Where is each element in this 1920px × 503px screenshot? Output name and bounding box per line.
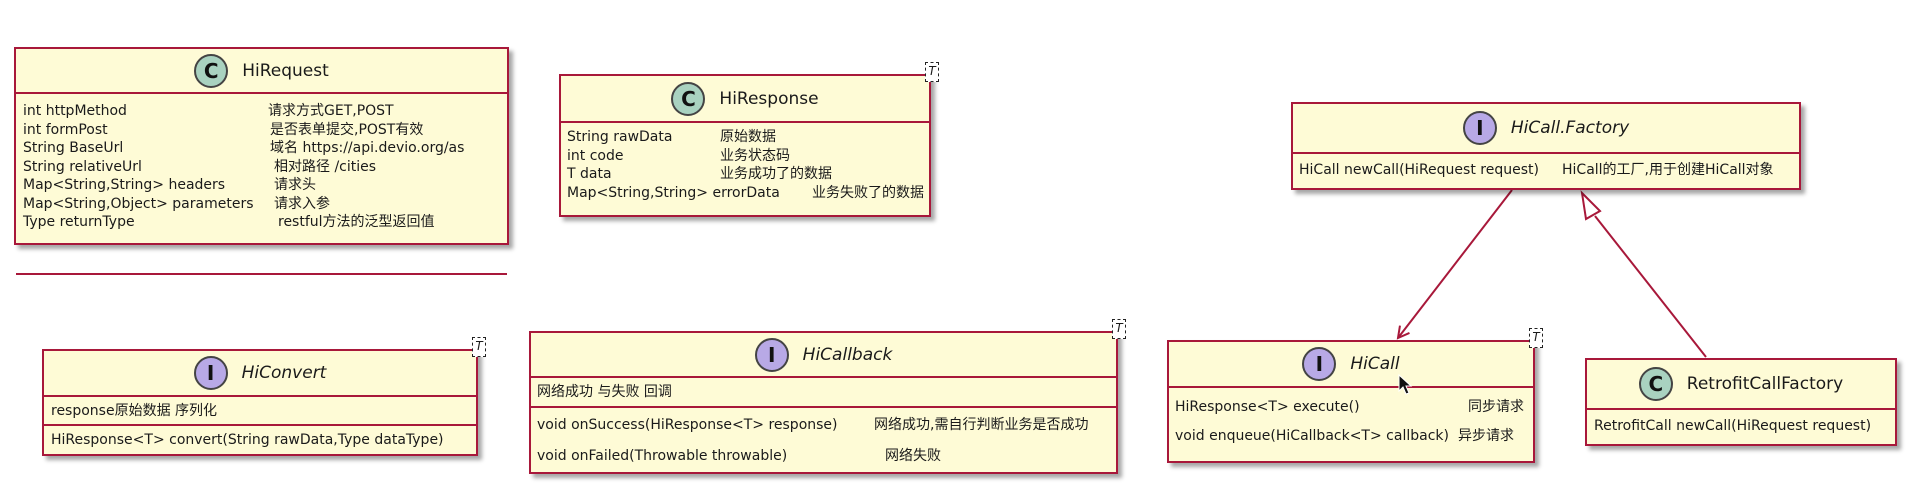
field-decl: String relativeUrl	[23, 158, 142, 175]
method-decl: void enqueue(HiCallback<T> callback)	[1175, 427, 1449, 444]
retrofit-call-factory-methods: RetrofitCall newCall(HiRequest request)	[1587, 410, 1895, 436]
factory-creates-hicall-arrow	[1398, 189, 1513, 338]
hirequest-fields: int httpMethod 请求方式GET,POST int formPost 是…	[16, 94, 507, 275]
class-name: RetrofitCallFactory	[1686, 374, 1844, 394]
hicallback-interface: T I HiCallback 网络成功 与失败 回调 void onSucces…	[529, 319, 1126, 474]
field-decl: int code	[567, 147, 624, 164]
field-note: restful方法的泛型返回值	[278, 214, 435, 230]
mouse-cursor-icon	[1398, 374, 1413, 395]
hirequest-class: C HiRequest int httpMethod 请求方式GET,POST i…	[14, 47, 509, 275]
field-note: 请求方式GET,POST	[268, 103, 394, 119]
interface-name: HiCall	[1350, 354, 1400, 374]
method-decl: HiResponse<T> execute()	[1175, 399, 1360, 415]
field-decl: String rawData	[567, 129, 673, 145]
field-decl: String BaseUrl	[23, 140, 124, 156]
type-parameter-box: T	[1112, 319, 1126, 339]
interface-name: HiCall.Factory	[1510, 118, 1630, 138]
hicallback-header: I HiCallback	[531, 333, 1116, 378]
interface-name: HiConvert	[241, 363, 327, 383]
field-decl: Map<String,Object> parameters	[23, 195, 254, 212]
hiresponse-header: C HiResponse	[561, 76, 929, 123]
interface-i-icon: I	[1462, 111, 1497, 145]
class-c-icon: C	[194, 53, 229, 88]
field-decl: int httpMethod	[23, 103, 127, 119]
hicall-factory-interface: I HiCall.Factory HiCall newCall(HiReques…	[1291, 102, 1801, 190]
field-note: 域名 https://api.devio.org/as	[270, 140, 465, 156]
type-parameter-box: T	[472, 337, 486, 357]
method-decl: HiCall newCall(HiRequest request)	[1299, 162, 1539, 178]
hicallback-methods: void onSuccess(HiResponse<T> response) 网络…	[531, 408, 1116, 465]
method-note: 网络失败	[885, 447, 941, 464]
field-decl: 网络成功 与失败 回调	[537, 384, 672, 400]
field-decl: int formPost	[23, 121, 108, 138]
hiconvert-header: I HiConvert	[44, 351, 476, 397]
interface-i-icon: I	[1302, 347, 1337, 381]
class-c-icon: C	[1638, 367, 1673, 401]
hicall-header: I HiCall	[1169, 342, 1533, 388]
interface-i-icon: I	[754, 337, 789, 372]
hiconvert-methods: HiResponse<T> convert(String rawData,Typ…	[44, 426, 476, 450]
field-note: 是否表单提交,POST有效	[270, 121, 424, 138]
field-note: 业务失败了的数据	[812, 184, 924, 201]
class-c-icon: C	[671, 81, 706, 116]
field-note: 请求入参	[274, 195, 330, 212]
type-parameter-box: T	[1529, 328, 1543, 348]
field-note: 业务状态码	[720, 147, 790, 164]
hirequest-header: C HiRequest	[16, 49, 507, 94]
field-decl: T data	[567, 166, 612, 182]
field-note: 业务成功了的数据	[720, 166, 832, 182]
class-name: HiResponse	[719, 88, 819, 109]
field-note: 原始数据	[720, 129, 776, 145]
hiresponse-class: T C HiResponse String rawData 原始数据 int co…	[559, 62, 939, 217]
hicall-factory-methods: HiCall newCall(HiRequest request) HiCall的…	[1293, 154, 1799, 180]
method-note: 同步请求	[1468, 399, 1524, 415]
field-decl: Map<String,String> headers	[23, 177, 226, 193]
field-note: 请求头	[274, 177, 316, 193]
retrofit-call-factory-class: C RetrofitCallFactory RetrofitCall newCa…	[1585, 358, 1897, 446]
hicall-factory-header: I HiCall.Factory	[1293, 104, 1799, 154]
hiresponse-fields: String rawData 原始数据 int code 业务状态码 T data 业…	[561, 123, 929, 202]
realization-triangle	[1580, 190, 1602, 221]
method-note: HiCall的工厂,用于创建HiCall对象	[1562, 162, 1774, 178]
method-decl: RetrofitCall newCall(HiRequest request)	[1594, 418, 1872, 434]
retrofit-implements-factory-line	[1594, 215, 1707, 358]
type-parameter-box: T	[925, 62, 939, 82]
interface-i-icon: I	[193, 356, 228, 390]
method-decl: void onSuccess(HiResponse<T> response)	[537, 417, 838, 433]
hiconvert-interface: T I HiConvert response原始数据 序列化 HiRespons…	[42, 337, 486, 456]
interface-name: HiCallback	[802, 344, 893, 365]
field-decl: Type returnType	[23, 214, 135, 230]
field-decl: response原始数据 序列化	[51, 403, 218, 419]
method-decl: HiResponse<T> convert(String rawData,Typ…	[51, 432, 444, 448]
method-decl: void onFailed(Throwable throwable)	[537, 447, 788, 464]
class-name: HiRequest	[242, 60, 329, 81]
hicallback-fields: 网络成功 与失败 回调	[531, 378, 1116, 408]
hiconvert-fields: response原始数据 序列化	[44, 397, 476, 426]
method-note: 网络成功,需自行判断业务是否成功	[874, 417, 1089, 433]
hicall-methods: HiResponse<T> execute() 同步请求 void enqueue…	[1169, 388, 1533, 445]
method-note: 异步请求	[1458, 427, 1514, 444]
field-note: 相对路径 /cities	[274, 158, 377, 175]
hicall-interface: T I HiCall HiResponse<T> execute() 同步请求 v…	[1167, 328, 1543, 463]
field-decl: Map<String,String> errorData	[567, 184, 780, 201]
retrofit-call-factory-header: C RetrofitCallFactory	[1587, 360, 1895, 410]
